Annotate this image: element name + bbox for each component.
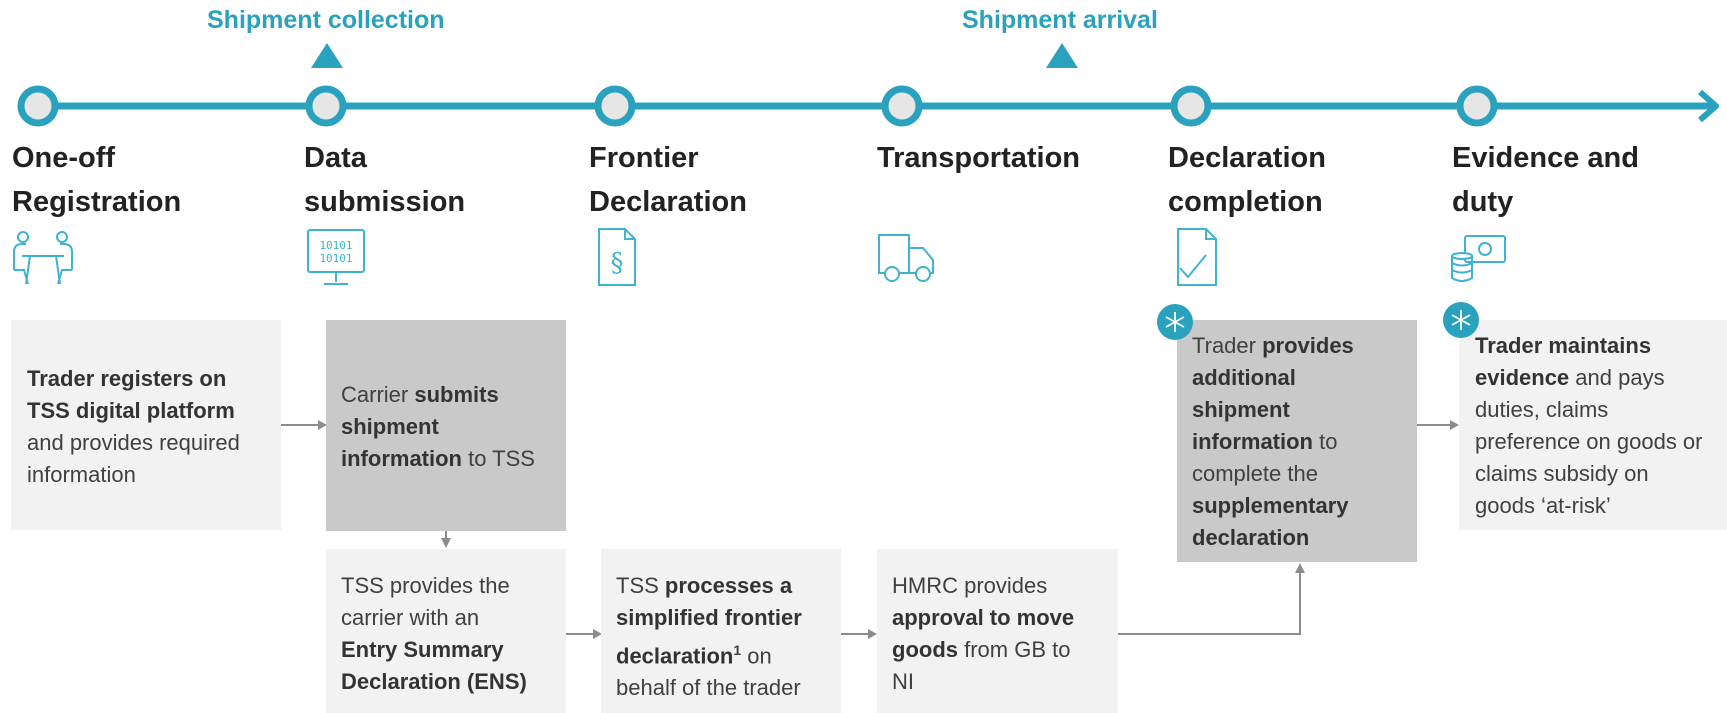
evidence-box: Trader maintains evidence and pays dutie… <box>1459 320 1727 530</box>
ens-box: TSS provides the carrier with an Entry S… <box>326 549 566 713</box>
arrowhead <box>318 420 327 430</box>
supplementary-box: Trader provides additional shipment info… <box>1177 320 1417 562</box>
truck-icon <box>878 234 934 282</box>
snowflake-icon <box>1451 310 1471 330</box>
legal-document-icon: § <box>598 228 636 286</box>
milestone-marker-triangle-icon <box>311 43 343 68</box>
timeline-node <box>305 85 347 127</box>
arrowhead <box>593 629 602 639</box>
svg-text:§: § <box>611 248 624 278</box>
snowflake-badge-icon <box>1443 302 1479 338</box>
hmrc-box: HMRC provides approval to move goods fro… <box>877 549 1118 713</box>
arrowhead <box>868 629 877 639</box>
meeting-people-icon <box>13 231 73 285</box>
money-coins-icon <box>1451 235 1506 282</box>
milestone-shipment-arrival: Shipment arrival <box>962 6 1158 34</box>
arrowhead <box>441 538 451 548</box>
svg-text:10101: 10101 <box>319 252 352 265</box>
timeline <box>17 85 1719 127</box>
svg-text:10101: 10101 <box>319 239 352 252</box>
arrow-hmrc-to-supplementary <box>1118 572 1301 635</box>
timeline-node <box>17 85 59 127</box>
snowflake-icon <box>1165 312 1185 332</box>
milestone-marker-triangle-icon <box>1046 43 1078 68</box>
timeline-node <box>881 85 923 127</box>
arrowhead <box>1450 420 1459 430</box>
flow-arrows <box>281 420 1459 639</box>
timeline-arrowhead <box>1698 89 1719 123</box>
timeline-node <box>594 85 636 127</box>
document-check-icon <box>1177 228 1217 286</box>
registration-box: Trader registers on TSS digital platform… <box>11 320 281 530</box>
binary-monitor-icon: 10101 10101 <box>307 229 365 285</box>
frontier-box: TSS processes a simplified frontier decl… <box>601 549 841 713</box>
timeline-node <box>1170 85 1212 127</box>
timeline-node <box>1456 85 1498 127</box>
submission-box: Carrier submits shipment information to … <box>326 320 566 531</box>
stage-title-transportation: Transportation <box>877 142 1081 174</box>
arrowhead <box>1295 563 1305 573</box>
snowflake-badge-icon <box>1157 304 1193 340</box>
milestone-shipment-collection: Shipment collection <box>207 6 445 34</box>
